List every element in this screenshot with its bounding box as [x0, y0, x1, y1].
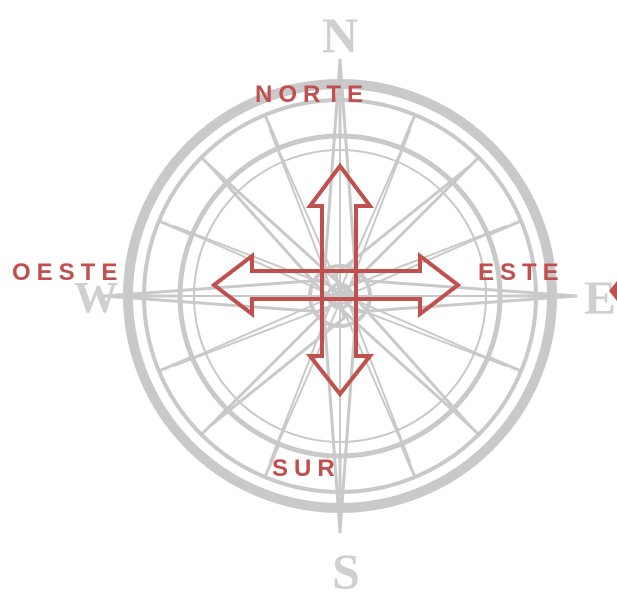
- label-east: ESTE: [478, 259, 565, 287]
- label-south: SUR: [272, 455, 341, 483]
- label-north: NORTE: [255, 81, 369, 109]
- label-west: OESTE: [12, 259, 123, 287]
- edge-marker-icon: [609, 281, 617, 301]
